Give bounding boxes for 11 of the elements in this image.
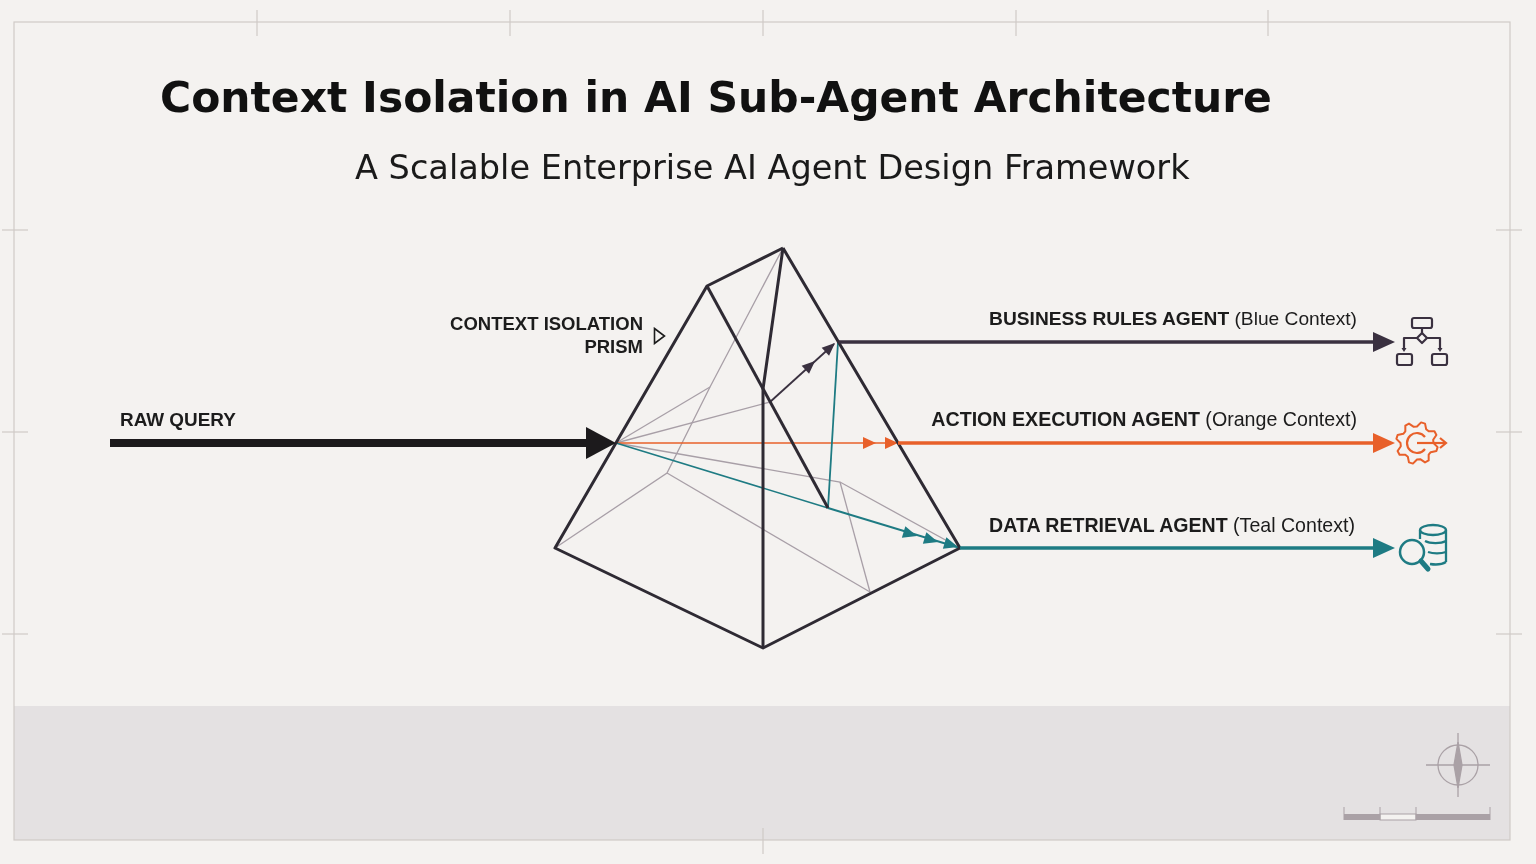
- prism-label: CONTEXT ISOLATION PRISM: [449, 312, 643, 359]
- arrow: [960, 538, 1395, 558]
- edge-label: RAW QUERY: [120, 409, 236, 432]
- diagram-title: Context Isolation in AI Sub-Agent Architecture: [160, 74, 1272, 123]
- edge-label: DATA RETRIEVAL AGENT (Teal Context): [989, 513, 1355, 536]
- edge-label: BUSINESS RULES AGENT (Blue Context): [989, 307, 1357, 330]
- arrow: [838, 332, 1395, 352]
- subtitle: A Scalable Enterprise AI Agent Design Framework: [355, 150, 1190, 187]
- edge-label: ACTION EXECUTION AGENT (Orange Context): [931, 408, 1357, 431]
- flowchart-icon: [1395, 316, 1449, 368]
- arrow: [898, 433, 1395, 453]
